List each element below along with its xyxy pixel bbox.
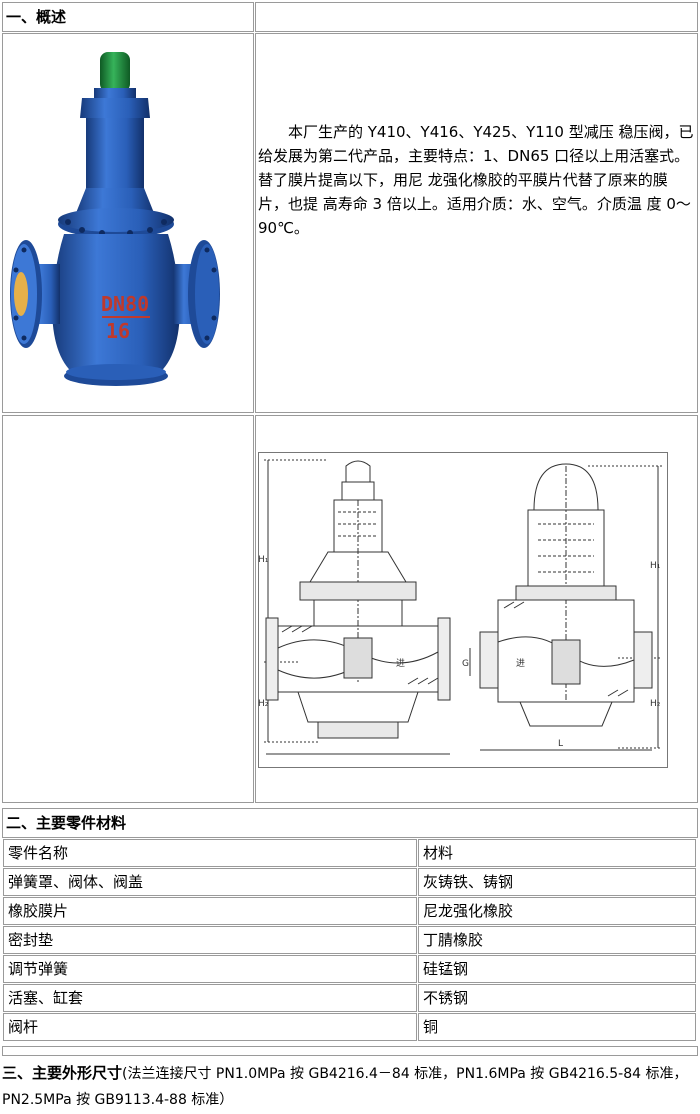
product-photo-cell	[2, 33, 254, 413]
table-cell: 硅锰钢	[418, 955, 696, 983]
intro-text-cell	[255, 33, 698, 413]
valve-marking-bottom: 16	[106, 319, 130, 343]
section2-header	[2, 808, 698, 838]
table-row: 弹簧罩、阀体、阀盖 灰铸铁、铸钢	[3, 868, 696, 896]
label-inlet-left: 进	[396, 658, 405, 669]
table-row: 橡胶膜片 尼龙强化橡胶	[3, 897, 696, 925]
table-cell: 活塞、缸套	[3, 984, 417, 1012]
table-row: 密封垫 丁腈橡胶	[3, 926, 696, 954]
section1-header-right	[255, 2, 698, 32]
valve-marking-top: DN80	[101, 292, 149, 316]
table-cell: 尼龙强化橡胶	[418, 897, 696, 925]
section1-title: 一、概述	[6, 8, 67, 26]
table-cell: 铜	[418, 1013, 696, 1041]
table-row: 零件名称 材料	[3, 839, 696, 867]
label-g: G	[462, 659, 469, 669]
table-row: 调节弹簧 硅锰钢	[3, 955, 696, 983]
section3-title: 三、主要外形尺寸	[2, 1064, 123, 1082]
section-spacer	[2, 1046, 698, 1056]
label-l: L	[558, 739, 563, 749]
table-cell: 阀杆	[3, 1013, 417, 1041]
label-h2-right: H₂	[650, 699, 661, 709]
table-cell: 密封垫	[3, 926, 417, 954]
section1-header-left	[2, 2, 254, 32]
label-h2-left: H₂	[258, 699, 269, 709]
dimension-drawing: H₁ H₂ 进 H₁ H₂ G 进 L	[258, 452, 668, 768]
table-cell: 丁腈橡胶	[418, 926, 696, 954]
label-h1-left: H₁	[258, 555, 269, 565]
section3-note: (法兰连接尺寸 PN1.0MPa 按 GB4216.4－84 标准，PN1.6M…	[2, 1066, 688, 1108]
materials-table: 零件名称 材料 弹簧罩、阀体、阀盖 灰铸铁、铸钢 橡胶膜片 尼龙强化橡胶 密封垫…	[2, 838, 697, 1042]
table-row: 阀杆 铜	[3, 1013, 696, 1041]
table-row: 活塞、缸套 不锈钢	[3, 984, 696, 1012]
table-cell: 灰铸铁、铸钢	[418, 868, 696, 896]
section2-title: 二、主要零件材料	[6, 814, 127, 832]
table-header-material: 材料	[418, 839, 696, 867]
intro-paragraph: 本厂生产的 Y410、Y416、Y425、Y110 型减压 稳压阀，已给发展为第…	[258, 123, 694, 237]
label-h1-right: H₁	[650, 561, 661, 571]
drawing-cell	[255, 415, 698, 803]
drawing-empty-cell	[2, 415, 254, 803]
label-inlet-right: 进	[516, 658, 525, 669]
section3: 三、主要外形尺寸(法兰连接尺寸 PN1.0MPa 按 GB4216.4－84 标…	[2, 1060, 698, 1113]
table-cell: 橡胶膜片	[3, 897, 417, 925]
table-cell: 不锈钢	[418, 984, 696, 1012]
table-header-part: 零件名称	[3, 839, 417, 867]
valve-photo: DN80 16	[10, 52, 220, 386]
table-cell: 调节弹簧	[3, 955, 417, 983]
table-cell: 弹簧罩、阀体、阀盖	[3, 868, 417, 896]
